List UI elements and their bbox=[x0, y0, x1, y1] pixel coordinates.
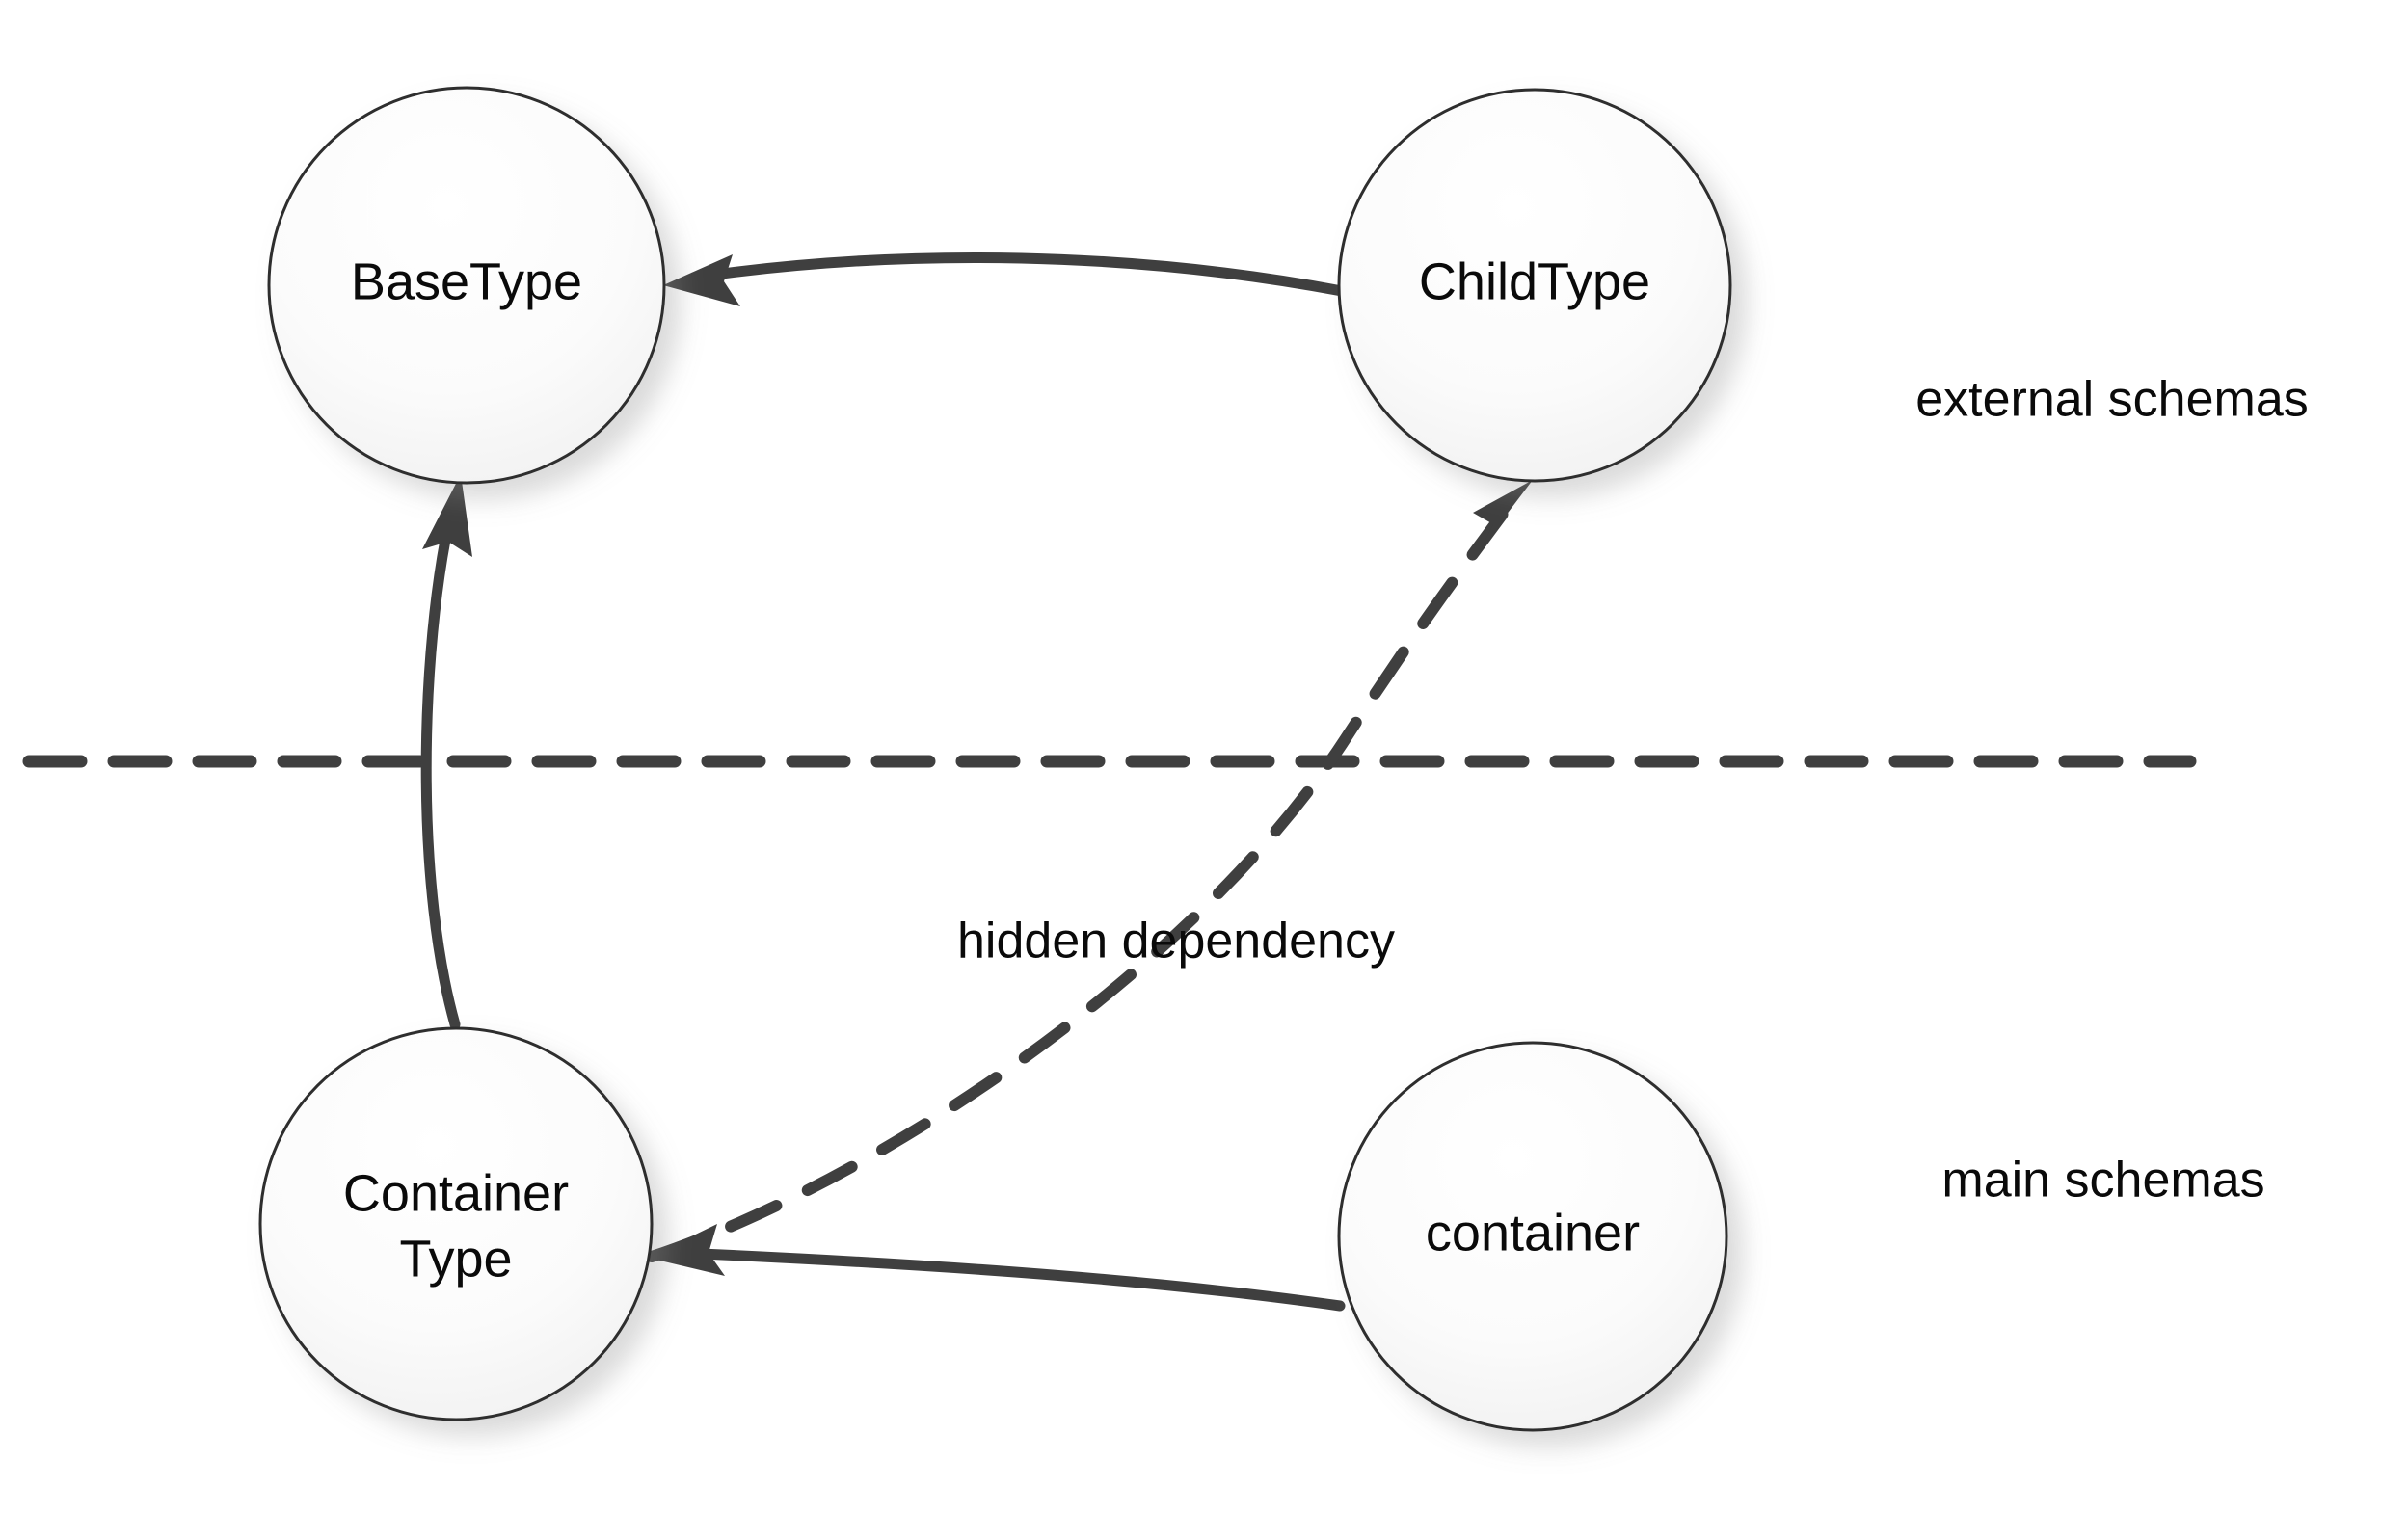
node-base-type[interactable]: BaseType bbox=[267, 86, 666, 485]
edge-label-hidden-dependency: hidden dependency bbox=[957, 914, 1395, 969]
node-container[interactable]: container bbox=[1337, 1041, 1728, 1432]
arrowhead-containertype-to-basetype bbox=[422, 474, 472, 557]
edge-childtype-to-basetype bbox=[663, 252, 1348, 306]
region-label-external-schemas: external schemas bbox=[1915, 372, 2309, 428]
arrowhead-childtype-to-basetype bbox=[663, 254, 740, 306]
node-base-type-circle[interactable] bbox=[267, 86, 666, 485]
node-container-circle[interactable] bbox=[1337, 1041, 1728, 1432]
node-child-type-label: ChildType bbox=[1419, 252, 1650, 310]
arrowhead-container-to-containertype bbox=[648, 1224, 725, 1276]
arrowhead-hidden-dependency bbox=[1473, 480, 1533, 547]
edge-containertype-to-basetype bbox=[420, 474, 472, 1030]
node-container-type-label-line2: Type bbox=[399, 1230, 512, 1288]
node-container-type-label-line1: Container bbox=[343, 1164, 569, 1222]
node-base-type-label: BaseType bbox=[351, 252, 582, 310]
edge-hidden-dependency bbox=[646, 480, 1533, 1262]
region-label-main-schemas: main schemas bbox=[1941, 1153, 2264, 1208]
node-child-type[interactable]: ChildType bbox=[1337, 88, 1732, 483]
node-container-type[interactable]: Container Type bbox=[258, 1026, 654, 1421]
node-container-type-circle[interactable] bbox=[258, 1026, 654, 1421]
node-container-label: container bbox=[1426, 1204, 1640, 1261]
node-child-type-circle[interactable] bbox=[1337, 88, 1732, 483]
edge-container-to-containertype bbox=[648, 1224, 1346, 1312]
